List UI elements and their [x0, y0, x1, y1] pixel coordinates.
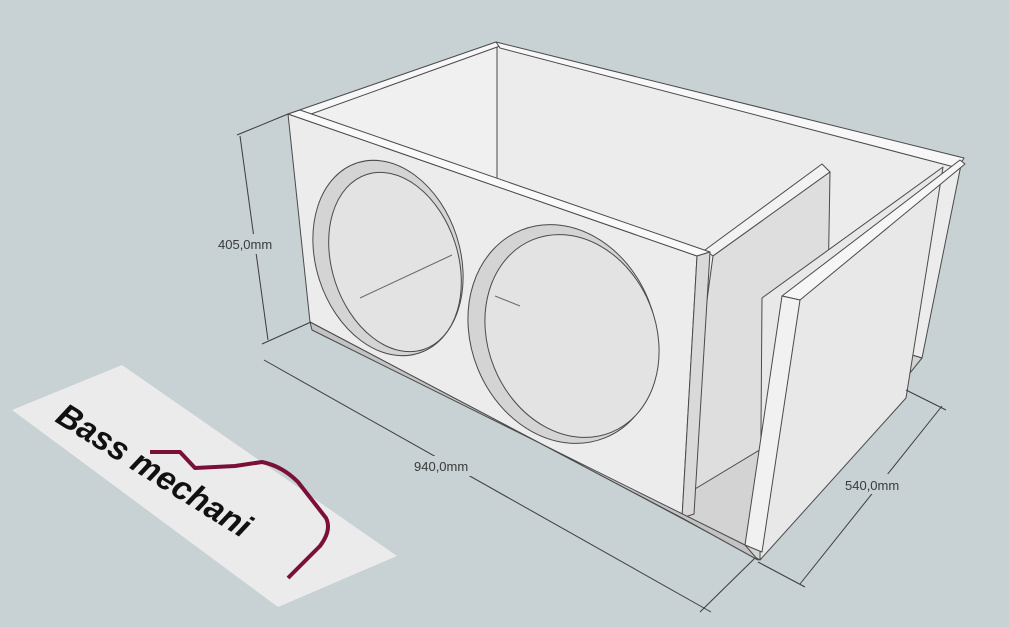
baffle-side-edge — [681, 251, 711, 519]
height-extension-bottom — [261, 321, 312, 345]
width-extension-right — [699, 557, 756, 613]
height-label: 405,0mm — [218, 237, 272, 252]
woofer-cutout-right-hole — [484, 234, 660, 438]
width-dimension-line — [263, 359, 712, 613]
depth-label: 540,0mm — [845, 478, 899, 493]
height-extension-top — [236, 113, 289, 136]
woofer-left-floor-line — [359, 254, 453, 299]
logo-card — [12, 365, 397, 607]
woofer-cutout-right — [467, 224, 660, 444]
bass-mechanic-logo: Bass mechani — [12, 365, 397, 607]
woofer-right-floor-line — [494, 295, 521, 307]
right-end-panel-front — [744, 295, 801, 553]
woofer-cutout-left-hole — [328, 171, 462, 353]
dimension-annotations — [236, 113, 947, 613]
height-label-bg — [220, 234, 286, 254]
bottom-panel-edge — [309, 321, 759, 561]
subwoofer-enclosure — [287, 41, 966, 561]
logo-outline-swoosh — [150, 450, 330, 580]
depth-dimension-line — [799, 405, 943, 585]
woofer-cutout-left — [312, 159, 464, 357]
width-label-bg — [410, 456, 482, 476]
width-label: 940,0mm — [414, 459, 468, 474]
depth-extension-bottom — [757, 561, 806, 588]
depth-label-bg — [842, 474, 914, 494]
depth-extension-top — [905, 389, 947, 411]
